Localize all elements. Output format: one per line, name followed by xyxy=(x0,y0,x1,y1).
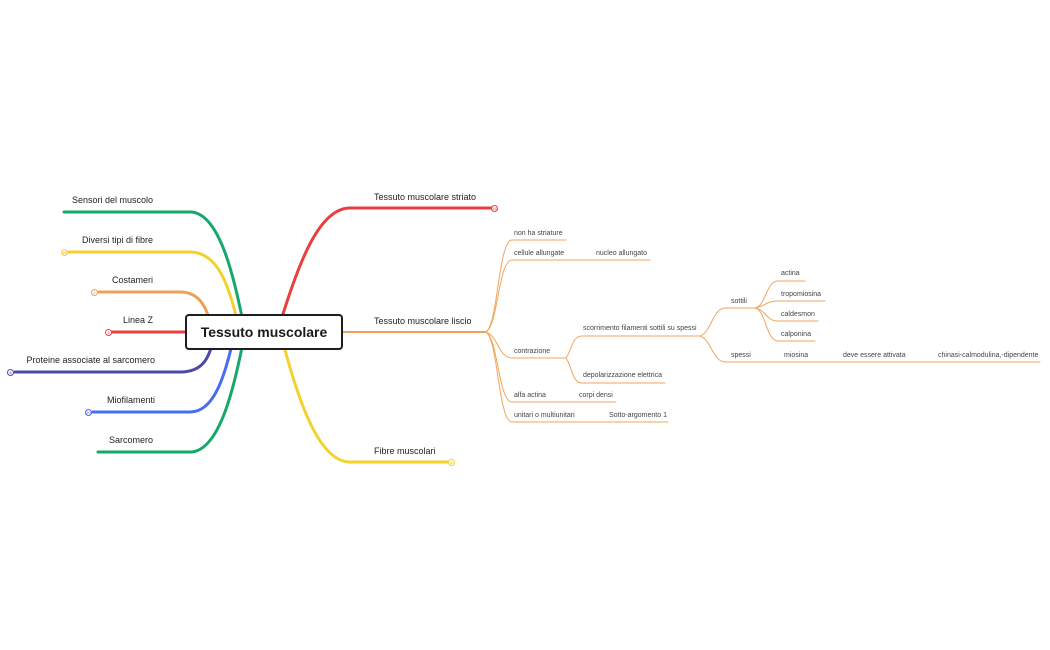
topic-miofilamenti[interactable]: Miofilamenti xyxy=(106,395,155,405)
subtopic-sotto-argomento-1[interactable]: Sotto-argomento 1 xyxy=(609,412,667,419)
subtopic-tropomiosina[interactable]: tropomiosina xyxy=(781,291,822,298)
collapsed-count-badge[interactable]: 10 xyxy=(61,249,68,256)
subtopic-chinasi-calmodulina[interactable]: chinasi-calmodulina,-dipendente xyxy=(938,352,1039,359)
subtopic-calponina[interactable]: calponina xyxy=(781,331,811,338)
subtopic-alfa-actina[interactable]: alfa actina xyxy=(514,392,546,399)
subtopic-unitari-o-multiunitari[interactable]: unitari o multiunitari xyxy=(514,412,575,419)
topic-proteine-associate-al-sarcomero[interactable]: Proteine associate al sarcomero xyxy=(26,355,155,365)
central-topic[interactable]: Tessuto muscolare xyxy=(185,314,343,350)
topic-sarcomero[interactable]: Sarcomero xyxy=(108,435,153,445)
connector-sensori xyxy=(62,210,247,334)
subtopic-deve-essere-attivata[interactable]: deve essere attivata xyxy=(843,352,906,359)
connector-sarcomero xyxy=(96,330,247,454)
topic-costameri[interactable]: Costameri xyxy=(111,275,153,285)
subtopic-cellule-allungate[interactable]: cellule allungate xyxy=(514,250,565,257)
subtopic-non-ha-striature[interactable]: non ha striature xyxy=(514,230,563,237)
connector-fibre xyxy=(283,348,451,464)
collapsed-count-badge[interactable]: 34 xyxy=(491,205,498,212)
subtopic-spessi[interactable]: spessi xyxy=(731,352,751,359)
subtopic-contrazione[interactable]: contrazione xyxy=(514,348,551,355)
topic-tessuto-muscolare-liscio[interactable]: Tessuto muscolare liscio xyxy=(374,316,472,326)
topic-diversi-tipi-di-fibre[interactable]: Diversi tipi di fibre xyxy=(81,235,153,245)
subtopic-sottili[interactable]: sottili xyxy=(731,298,747,305)
collapsed-count-badge[interactable]: 6 xyxy=(448,459,455,466)
topic-tessuto-muscolare-striato[interactable]: Tessuto muscolare striato xyxy=(374,192,477,202)
topic-fibre-muscolari[interactable]: Fibre muscolari xyxy=(374,446,436,456)
subtopic-scorrimento-filamenti[interactable]: scorrimento filamenti sottili su spessi xyxy=(583,325,697,332)
subtopic-actina[interactable]: actina xyxy=(781,270,800,277)
subtopic-depolarizzazione-elettrica[interactable]: depolarizzazione elettrica xyxy=(583,372,662,379)
subtopic-caldesmon[interactable]: caldesmon xyxy=(781,311,815,318)
collapsed-count-badge[interactable]: 8 xyxy=(7,369,14,376)
topic-linea-z[interactable]: Linea Z xyxy=(122,315,153,325)
collapsed-count-badge[interactable]: 2 xyxy=(91,289,98,296)
collapsed-count-badge[interactable]: 4 xyxy=(105,329,112,336)
subtopic-corpi-densi[interactable]: corpi densi xyxy=(579,392,613,399)
topic-sensori-del-muscolo[interactable]: Sensori del muscolo xyxy=(71,195,153,205)
collapsed-count-badge[interactable]: 20 xyxy=(85,409,92,416)
connector-striato xyxy=(281,206,494,316)
subtopic-miosina[interactable]: miosina xyxy=(784,352,809,359)
subtopic-nucleo-allungato[interactable]: nucleo allungato xyxy=(596,250,647,257)
